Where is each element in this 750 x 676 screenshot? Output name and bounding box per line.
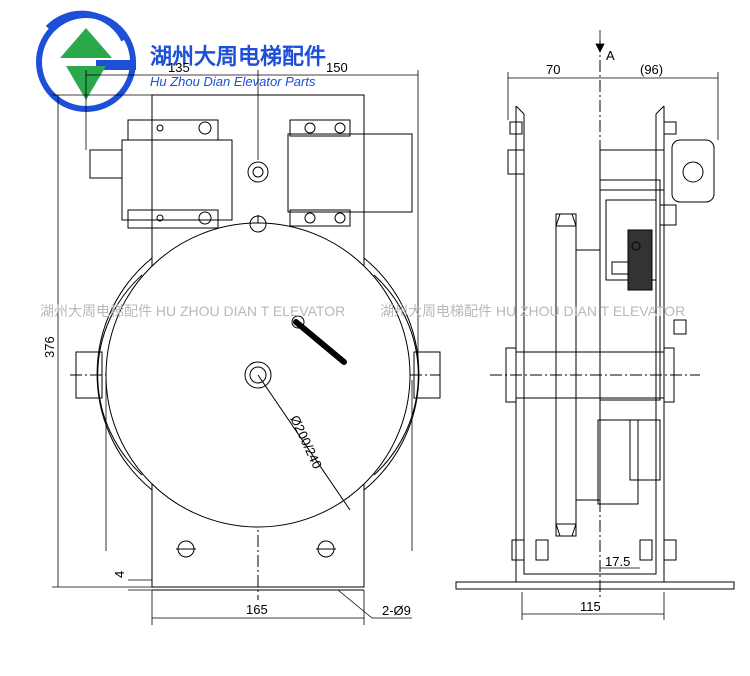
- watermark-left: 湖州大周电梯配件 HU ZHOU DIAN T ELEVATOR: [40, 303, 345, 319]
- dim-right-top: 150: [326, 60, 348, 75]
- front-view-dimensions: [52, 70, 419, 625]
- section-label-a: A: [606, 48, 615, 63]
- front-view: [70, 94, 441, 600]
- watermark-right: 湖州大周电梯配件 HU ZHOU DIAN T ELEVATOR: [380, 303, 685, 319]
- dim-side-top-right: (96): [640, 62, 663, 77]
- side-view-dimensions: [507, 30, 719, 620]
- logo-name-cn: 湖州大周电梯配件: [150, 44, 326, 69]
- dim-plate-gap: 4: [112, 571, 127, 578]
- dim-side-offset: 17.5: [605, 554, 630, 569]
- dim-holes: 2-Ø9: [382, 603, 411, 618]
- dim-left-top: 135: [168, 60, 190, 75]
- dim-base-width-front: 165: [246, 602, 268, 617]
- dim-side-top-left: 70: [546, 62, 560, 77]
- side-view: [455, 40, 735, 600]
- dim-base-width-side: 115: [580, 599, 601, 614]
- dim-height: 376: [42, 336, 57, 358]
- logo-name-en: Hu Zhou Dian Elevator Parts: [150, 74, 316, 89]
